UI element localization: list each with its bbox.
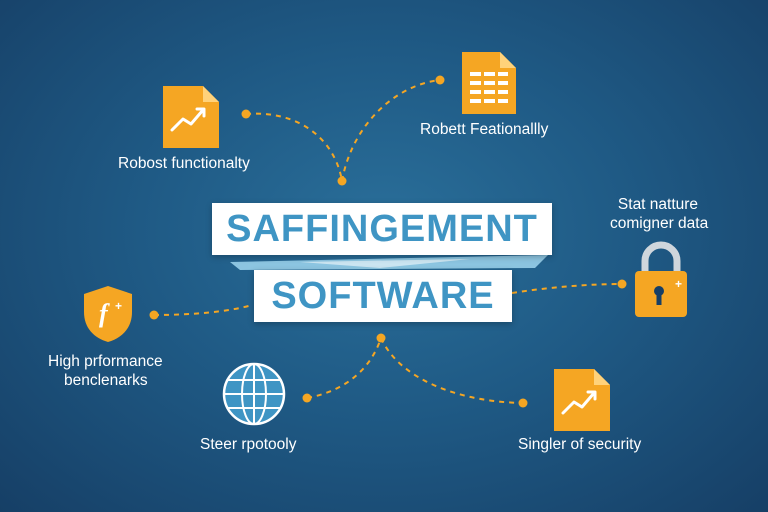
node-label-stat-nature: Stat natture comigner data xyxy=(610,195,708,233)
node-label-line-2: comigner data xyxy=(610,215,709,232)
spreadsheet-document-icon xyxy=(462,52,516,114)
node-label-singler-security: Singler of security xyxy=(518,436,642,453)
node-label-line-2: benclenarks xyxy=(64,372,148,389)
connector-dot xyxy=(617,279,627,289)
connector-dot xyxy=(302,393,312,403)
chart-document-icon xyxy=(554,369,610,431)
shield-icon-letter: f xyxy=(99,299,110,328)
connector-dot xyxy=(435,75,445,85)
connector-stat-nature xyxy=(511,283,623,294)
node-label-line-1: Stat natture xyxy=(617,196,699,213)
node-label-steer-rpotooly: Steer rpotooly xyxy=(200,436,297,453)
svg-text:+: + xyxy=(115,299,122,313)
connector-high-performance xyxy=(153,304,253,316)
connector-dot xyxy=(241,109,251,119)
connector-singler-security xyxy=(380,337,524,404)
connector-dot xyxy=(376,333,386,343)
node-label-robett-feationallly: Robett Feationallly xyxy=(420,121,549,138)
connector-dot xyxy=(149,310,159,320)
connector-robett-feationallly xyxy=(341,79,441,182)
padlock-icon: + xyxy=(635,241,687,317)
svg-text:+: + xyxy=(675,277,682,291)
title-line-2: SOFTWARE xyxy=(254,270,512,322)
title-line-1: SAFFINGEMENT xyxy=(212,203,552,255)
connector-steer-rpotooly xyxy=(306,337,382,399)
globe-icon xyxy=(222,362,286,426)
node-label-high-performance: High prformance benclenarks xyxy=(48,352,163,390)
chart-document-icon xyxy=(163,86,219,148)
connector-dot xyxy=(337,176,347,186)
node-label-robust-functionality: Robost functionalty xyxy=(118,155,250,172)
shield-icon: f + xyxy=(84,286,132,342)
connector-dot xyxy=(518,398,528,408)
node-label-line-1: High prformance xyxy=(48,353,163,370)
